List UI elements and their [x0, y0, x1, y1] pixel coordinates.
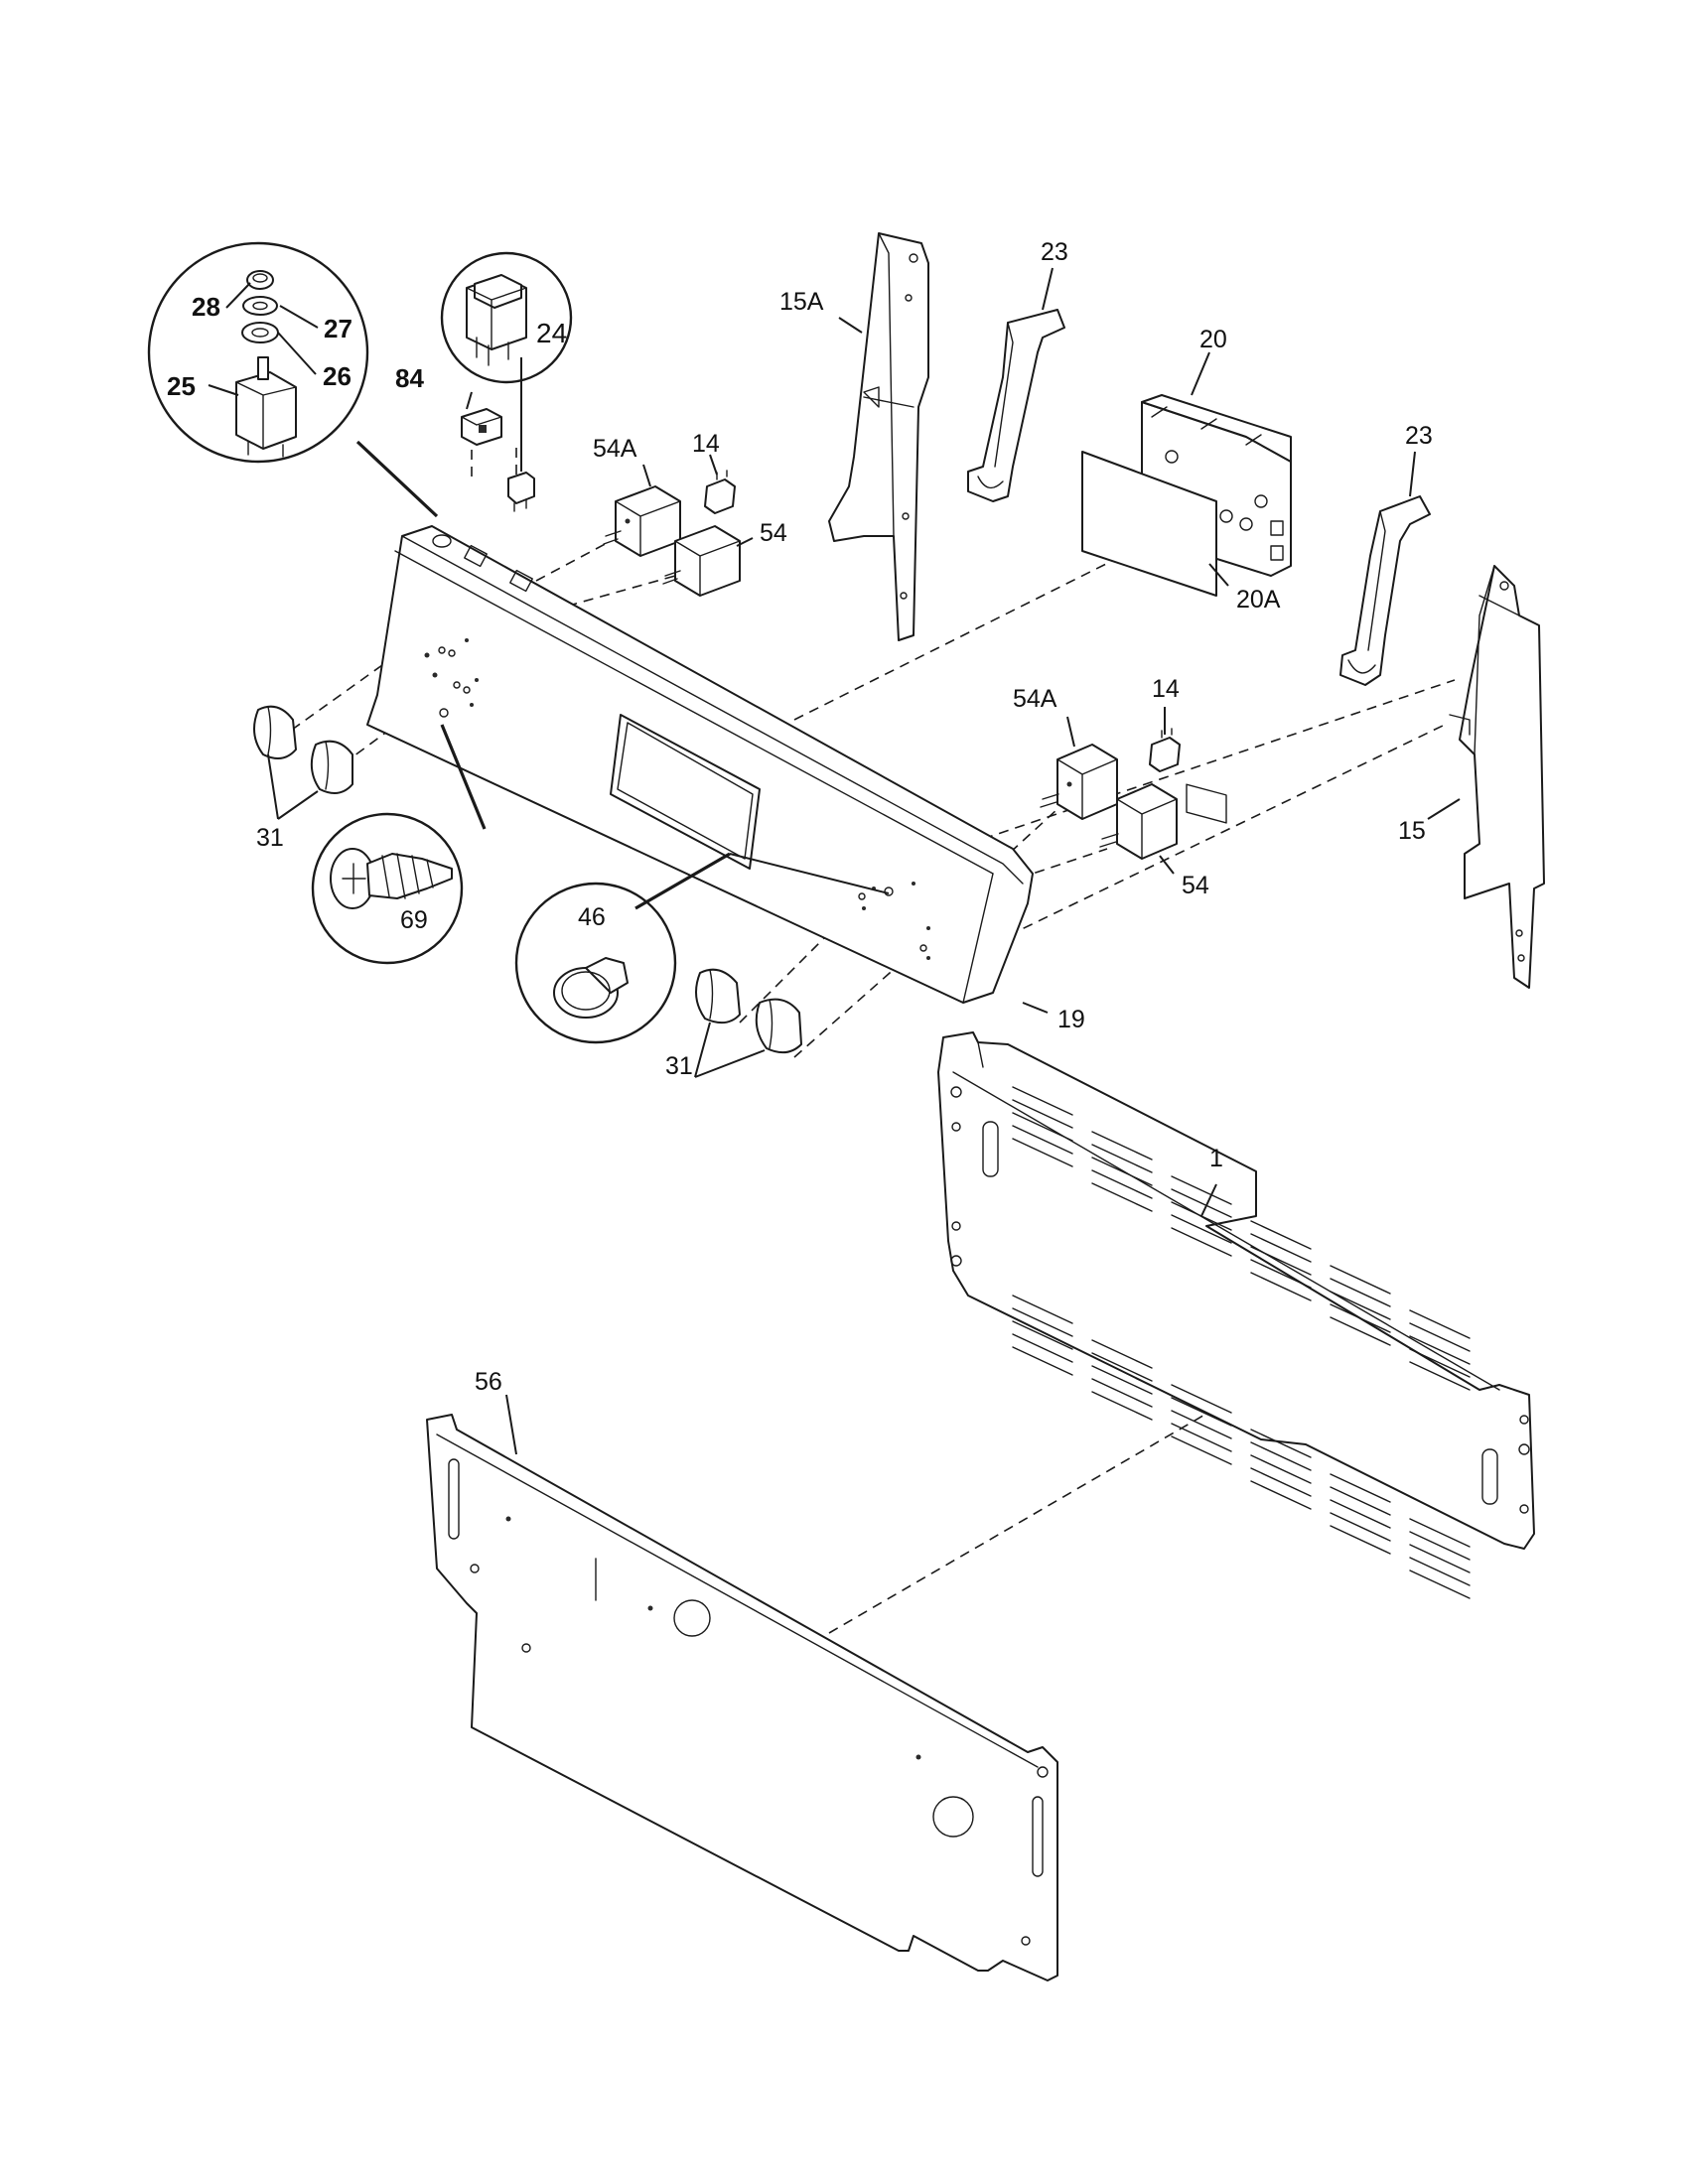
callout-14-lower: 14 [1152, 675, 1180, 703]
callout-54A-lower: 54A [1013, 685, 1057, 713]
knob-31-lower-b [755, 998, 802, 1054]
terminal-14-upper [704, 470, 736, 514]
inset-circle-46 [514, 882, 677, 1044]
callout-15A: 15A [779, 288, 824, 316]
callout-31-left: 31 [256, 824, 284, 852]
callout-26: 26 [323, 361, 352, 391]
inset-circle-25-28 [147, 241, 369, 464]
vent-louvers [1012, 1086, 1471, 1599]
bracket-15A [828, 232, 929, 641]
callout-1: 1 [1209, 1145, 1223, 1172]
clip-23-right [1339, 495, 1431, 686]
callout-20: 20 [1199, 326, 1227, 353]
callout-46: 46 [578, 903, 606, 931]
callout-27: 27 [324, 314, 352, 343]
callout-15: 15 [1398, 817, 1426, 845]
knob-31-left-b [310, 740, 353, 794]
callout-69: 69 [400, 906, 428, 934]
knob-31-lower-a [695, 968, 741, 1024]
callout-31-lower: 31 [665, 1052, 693, 1080]
terminal-14-lower [1149, 728, 1181, 772]
inset-circle-69 [311, 812, 464, 965]
switch-54A-lower [1040, 744, 1118, 820]
callout-25: 25 [167, 371, 196, 401]
switch-54A-upper [603, 485, 681, 557]
bracket-15 [1449, 565, 1545, 989]
callout-54-upper: 54 [760, 519, 787, 547]
callout-23-left: 23 [1041, 238, 1068, 266]
knob-31-left-a [253, 705, 297, 759]
rear-bracket-56 [426, 1414, 1058, 1981]
clip-23-left [967, 309, 1065, 502]
callout-23-right: 23 [1405, 422, 1433, 450]
inset-leaders [355, 440, 890, 910]
callout-19: 19 [1057, 1006, 1085, 1033]
overlay-20A [1081, 451, 1217, 597]
rear-panel-1 [937, 1031, 1535, 1599]
callout-56: 56 [475, 1368, 502, 1396]
indicator-84 [461, 408, 502, 446]
callout-labels: 1 14 14 15 15A 19 20 20A 23 23 24 25 26 … [167, 238, 1433, 1396]
callout-20A: 20A [1236, 586, 1281, 614]
callout-54-lower: 54 [1182, 872, 1209, 899]
callout-14-upper: 14 [692, 430, 720, 458]
switch-54-lower [1099, 783, 1178, 860]
switch-54-upper [662, 525, 741, 597]
callout-24: 24 [536, 318, 567, 348]
callout-28: 28 [192, 292, 220, 322]
callout-84: 84 [395, 363, 424, 393]
callout-54A-upper: 54A [593, 435, 637, 463]
rocker-switch-small [507, 472, 535, 512]
inset-circle-24 [440, 251, 573, 384]
callout-leaders [208, 267, 1461, 1455]
console-panel-19 [366, 525, 1034, 1004]
